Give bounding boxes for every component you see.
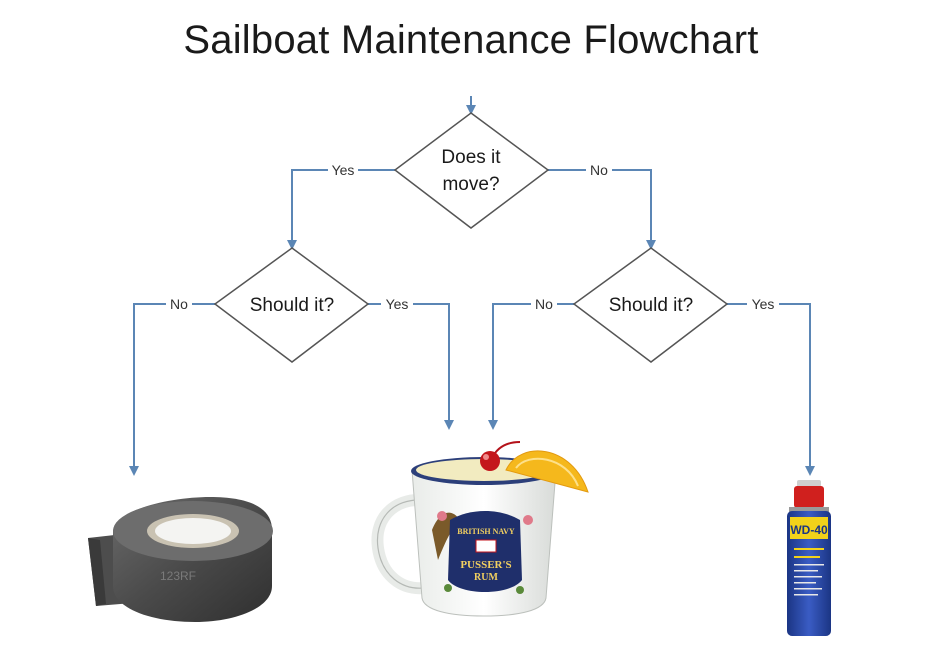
mug-label-main: PUSSER'S [460,559,511,571]
decision-left: Should it? [213,247,370,363]
wd40-can-image: WD-40 [787,480,831,636]
edge-right-no [488,303,574,430]
label-right-no: No [535,296,553,312]
edge-left-yes [368,303,454,430]
tape-watermark: 123RF [160,569,196,583]
edge-labels: Yes No No Yes No Yes [166,162,779,312]
decision-root-shape [393,112,550,229]
edge-left-no [129,303,215,476]
decision-right-shape [572,247,729,363]
decision-left-label: Should it? [250,295,335,316]
decision-right-label: Should it? [609,295,694,316]
label-root-yes: Yes [332,162,355,178]
mug-label-sub: RUM [474,572,498,583]
edge-root-yes [287,169,395,250]
mug-label-top: BRITISH NAVY [457,527,515,536]
label-left-no: No [170,296,188,312]
flowchart-title: Sailboat Maintenance Flowchart [183,18,759,62]
decision-root-line2: move? [442,174,499,195]
decision-root: Does it move? [393,112,550,229]
decision-right: Should it? [572,247,729,363]
edge-root-no [548,169,656,250]
label-right-yes: Yes [752,296,775,312]
decision-left-shape [213,247,370,363]
decision-root-line1: Does it [441,147,501,168]
wd40-label: WD-40 [790,523,828,537]
edge-right-yes [727,303,815,476]
rum-mug-image: BRITISH NAVY PUSSER'S RUM [371,441,589,617]
duct-tape-image: 123RF [88,497,273,622]
label-left-yes: Yes [386,296,409,312]
label-root-no: No [590,162,608,178]
